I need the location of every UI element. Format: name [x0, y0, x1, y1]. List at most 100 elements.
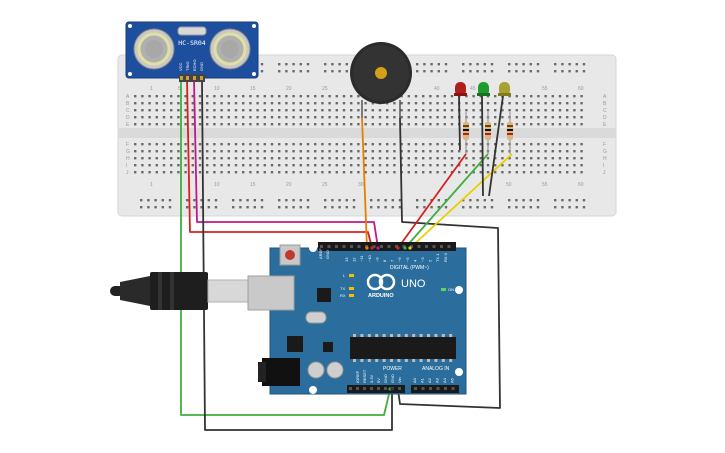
- breadboard-hole: [335, 123, 338, 126]
- breadboard-hole: [414, 164, 418, 167]
- wire-green-led[interactable]: [404, 153, 489, 249]
- ultrasonic-sensor[interactable]: HC-SR04 VCC TRIG ECHO GND: [125, 21, 259, 82]
- green-led[interactable]: [477, 82, 490, 96]
- rail-hole: [161, 206, 164, 209]
- wire-red-trig[interactable]: [186, 79, 373, 249]
- breadboard-hole: [378, 143, 382, 146]
- resistor[interactable]: [507, 112, 513, 154]
- sensor-pin[interactable]: [180, 76, 183, 80]
- col-num: 55: [542, 86, 548, 92]
- breadboard-hole: [400, 116, 403, 119]
- breadboard-hole: [227, 157, 230, 160]
- red-led[interactable]: [454, 82, 467, 96]
- breadboard-hole: [184, 95, 187, 98]
- breadboard-hole: [465, 164, 468, 167]
- wire-orange-buzzer[interactable]: [361, 117, 368, 249]
- breadboard-hole: [184, 143, 187, 146]
- sensor-pin[interactable]: [200, 76, 203, 80]
- breadboard-hole: [429, 102, 432, 105]
- rail-hole: [430, 63, 433, 66]
- breadboard-hole: [551, 150, 554, 153]
- breadboard-hole: [407, 95, 410, 98]
- breadboard-hole: [335, 109, 338, 112]
- row-letter: A: [603, 94, 607, 100]
- power-pin-label: GND: [383, 374, 388, 383]
- yellow-led[interactable]: [498, 82, 511, 96]
- row-letter: C: [603, 108, 607, 114]
- digital-pin-label: ~5: [405, 257, 410, 262]
- wire-magenta-echo[interactable]: [193, 79, 379, 249]
- col-num: 1: [150, 86, 153, 92]
- col-num: 1: [150, 182, 153, 188]
- wire-black-buzzer-gnd[interactable]: [397, 117, 501, 409]
- chip-leg: [390, 334, 393, 337]
- col-num: 30: [358, 182, 364, 188]
- breadboard-hole: [285, 116, 288, 119]
- rail-hole: [536, 199, 540, 202]
- header-pin: [447, 245, 451, 248]
- row-letter: I: [603, 163, 604, 169]
- breadboard-hole: [558, 102, 562, 105]
- col-num: 55: [542, 182, 548, 188]
- breadboard-hole: [263, 143, 266, 146]
- power-pin-label: Vin: [397, 377, 402, 383]
- rail-hole: [278, 70, 281, 73]
- row-letter: J: [126, 170, 129, 176]
- row-letter: B: [126, 101, 130, 107]
- wire-green-vcc[interactable]: [180, 80, 391, 416]
- breadboard-hole: [522, 102, 526, 105]
- header-pin: [395, 245, 398, 248]
- piezo-buzzer[interactable]: [350, 42, 412, 118]
- resistor[interactable]: [485, 112, 491, 154]
- wire-yellow-led[interactable]: [409, 153, 513, 249]
- breadboard-hole: [378, 157, 382, 160]
- breadboard-hole: [551, 116, 554, 119]
- wire-black-gnd[interactable]: [201, 79, 393, 431]
- crystal: [177, 26, 207, 36]
- row-letter: B: [603, 101, 607, 107]
- usb-chip: [317, 288, 331, 302]
- analog-label: ANALOG IN: [422, 366, 450, 372]
- breadboard-hole: [227, 95, 230, 98]
- rail-hole: [338, 63, 341, 66]
- chip-leg: [367, 359, 371, 362]
- rail-hole: [430, 70, 433, 73]
- chip-leg: [427, 359, 430, 362]
- sensor-pin[interactable]: [186, 76, 189, 80]
- breadboard-hole: [206, 102, 209, 105]
- breadboard-hole: [270, 116, 274, 119]
- chip-leg: [353, 359, 356, 362]
- header-pin: [342, 245, 346, 248]
- sensor-pin[interactable]: [193, 76, 196, 80]
- digital-pin-label: 12: [352, 257, 357, 262]
- breadboard-hole: [299, 157, 302, 160]
- rail-hole: [324, 63, 327, 66]
- breadboard-hole: [458, 157, 461, 160]
- breadboard-hole: [134, 102, 137, 105]
- breadboard-hole: [227, 102, 230, 105]
- rail-hole: [561, 63, 564, 66]
- breadboard-hole: [206, 116, 209, 119]
- breadboard-hole: [544, 102, 547, 105]
- wire-red-led[interactable]: [397, 153, 467, 249]
- breadboard-hole: [364, 150, 367, 153]
- usb-cable[interactable]: [110, 272, 249, 310]
- rail-hole: [391, 199, 394, 202]
- breadboard-hole: [443, 109, 446, 112]
- breadboard-hole: [443, 102, 446, 105]
- breadboard-hole: [530, 116, 533, 119]
- breadboard-hole: [407, 157, 410, 160]
- breadboard-hole: [242, 157, 245, 160]
- breadboard-hole: [155, 150, 158, 153]
- breadboard-hole: [407, 171, 410, 174]
- breadboard-hole: [436, 116, 439, 119]
- breadboard-hole: [558, 164, 562, 167]
- resistor[interactable]: [463, 112, 469, 154]
- reset-button[interactable]: [285, 250, 295, 260]
- breadboard-hole: [472, 171, 475, 174]
- led-array: [454, 82, 513, 154]
- analog-header: [411, 385, 459, 393]
- breadboard-hole: [472, 109, 475, 112]
- breadboard-hole: [400, 102, 403, 105]
